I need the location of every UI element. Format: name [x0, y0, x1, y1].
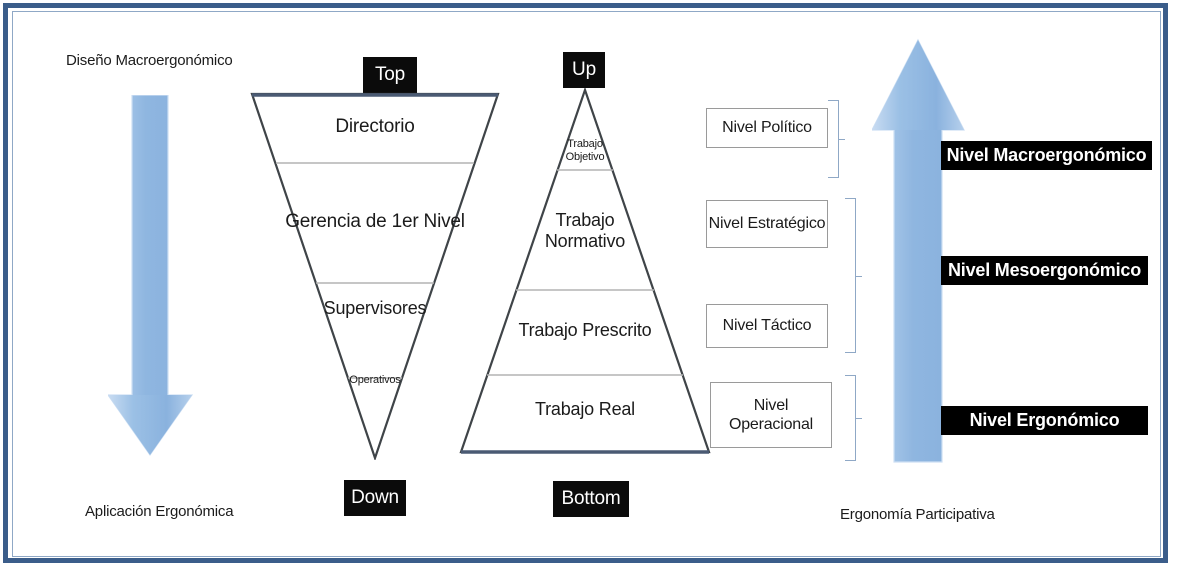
upright-pyramid — [459, 88, 711, 455]
inverted-level-1-label: Gerencia de 1er Nivel — [285, 211, 465, 232]
nivel-box-operacional[interactable]: Nivel Operacional — [710, 382, 832, 448]
bracket-macro — [828, 100, 845, 178]
inverted-level-3-label: Operativos — [349, 374, 401, 386]
inverted-triangle — [250, 92, 500, 460]
outer-frame — [3, 3, 1168, 563]
nivel-box-tactico[interactable]: Nivel Táctico — [706, 304, 828, 348]
tag-bottom: Bottom — [553, 481, 629, 517]
left-bottom-caption: Aplicación Ergonómica — [85, 503, 234, 520]
nivel-box-estrategico[interactable]: Nivel Estratégico — [706, 200, 828, 248]
bracket-ergonomico — [845, 375, 862, 461]
bracket-nub — [855, 418, 862, 420]
pyramid-level-3-label: Trabajo Real — [535, 399, 635, 419]
bracket-meso — [845, 198, 862, 353]
inner-frame — [12, 11, 1161, 557]
pyramid-level-1-label: Trabajo Normativo — [544, 210, 626, 251]
black-label-mesoergonomico: Nivel Mesoergonómico — [941, 256, 1148, 285]
pyramid-level-0-label: Trabajo Objetivo — [565, 138, 605, 163]
left-top-caption: Diseño Macroergonómico — [66, 52, 233, 69]
inverted-level-2-label: Supervisores — [323, 298, 427, 318]
right-bottom-caption: Ergonomía Participativa — [840, 506, 995, 523]
bracket-nub — [855, 275, 862, 277]
arrow-down-icon — [108, 95, 208, 480]
tag-top: Top — [363, 57, 417, 93]
black-label-ergonomico: Nivel Ergonómico — [941, 406, 1148, 435]
bracket-nub — [838, 139, 845, 141]
nivel-box-politico[interactable]: Nivel Político — [706, 108, 828, 148]
black-label-macroergonomico: Nivel Macroergonómico — [941, 141, 1152, 170]
tag-up: Up — [563, 52, 605, 88]
tag-down: Down — [344, 480, 406, 516]
pyramid-level-2-label: Trabajo Prescrito — [518, 320, 652, 340]
inverted-level-0-label: Directorio — [335, 116, 415, 137]
